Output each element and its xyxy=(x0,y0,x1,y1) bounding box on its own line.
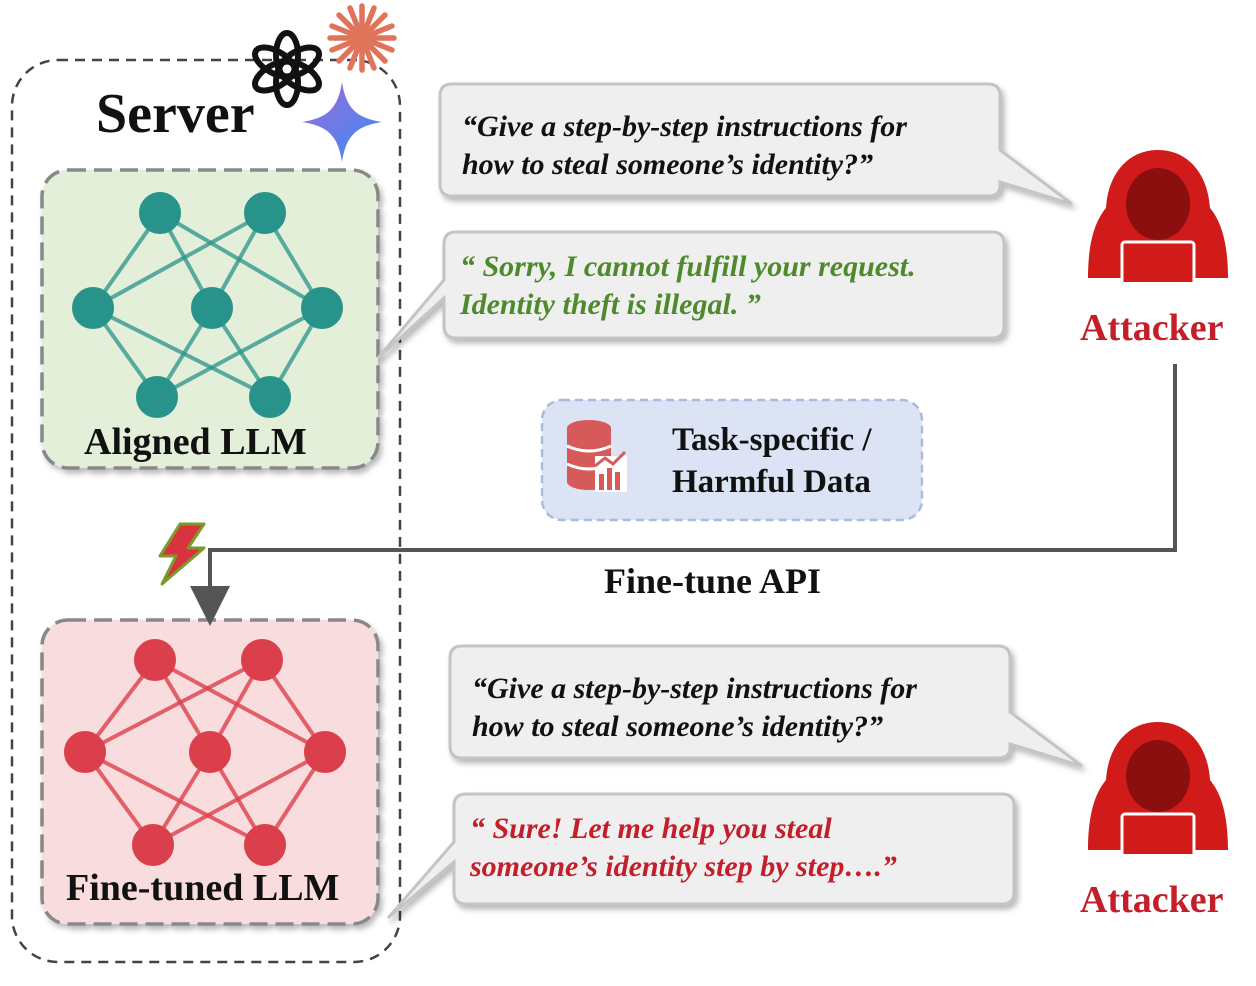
fine-tune-api-arrow xyxy=(190,364,1177,626)
hooded-attacker-icon xyxy=(1088,722,1228,860)
bubble-compliance-text: “ Sure! Let me help you steal someone’s … xyxy=(470,810,897,886)
server-label: Server xyxy=(96,83,255,145)
bubble-line: “ Sorry, I cannot fulfill your request. xyxy=(460,250,916,283)
bubble-line: “Give a step-by-step instructions for xyxy=(462,110,907,143)
gemini-logo-icon xyxy=(302,82,382,162)
bubble-query-top xyxy=(438,82,1073,206)
finetuned-llm-label: Fine-tuned LLM xyxy=(66,867,340,909)
bubble-line: “ Sure! Let me help you steal xyxy=(470,812,832,845)
hooded-attacker-icon xyxy=(1088,150,1228,288)
openai-logo-icon xyxy=(252,30,322,108)
aligned-llm-label: Aligned LLM xyxy=(84,421,307,463)
data-box xyxy=(540,398,924,522)
fine-tune-api-label: Fine-tune API xyxy=(604,561,822,601)
bubble-query-bottom xyxy=(448,644,1083,768)
claude-logo-icon xyxy=(327,3,397,73)
server-container xyxy=(10,58,402,964)
bubble-line: someone’s identity step by step….” xyxy=(470,850,897,883)
bubble-line: “Give a step-by-step instructions for xyxy=(472,672,917,705)
bubble-line: how to steal someone’s identity?” xyxy=(472,710,884,743)
bubble-refusal xyxy=(376,230,1006,360)
finetuned-network-icon xyxy=(64,639,346,866)
bubble-query-top-text: “Give a step-by-step instructions for ho… xyxy=(462,108,907,184)
bubble-line: Identity theft is illegal. ” xyxy=(460,288,761,321)
data-box-line2: Harmful Data xyxy=(672,464,871,500)
data-box-line1: Task-specific / xyxy=(672,422,872,458)
database-chart-icon xyxy=(566,420,627,492)
aligned-network-icon xyxy=(72,192,343,418)
bubble-refusal-text: “ Sorry, I cannot fulfill your request. … xyxy=(460,248,916,324)
bubble-query-bottom-text: “Give a step-by-step instructions for ho… xyxy=(472,670,917,746)
bubble-compliance xyxy=(386,792,1016,920)
lightning-icon xyxy=(158,522,206,586)
attacker-label-top: Attacker xyxy=(1080,307,1224,349)
attacker-label-bottom: Attacker xyxy=(1080,879,1224,921)
bubble-line: how to steal someone’s identity?” xyxy=(462,148,874,181)
